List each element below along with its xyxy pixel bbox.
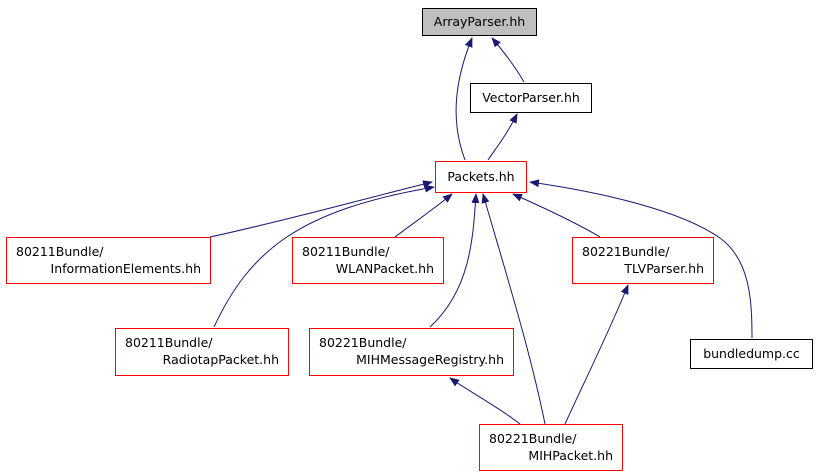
node-wlan-packet-dir: 80211Bundle/	[302, 244, 390, 259]
edge-mihpacket-to-mihregistry	[449, 377, 521, 425]
node-mih-packet-dir: 80221Bundle/	[489, 431, 577, 446]
node-vector-parser-label: VectorParser.hh	[482, 90, 580, 105]
node-vector-parser[interactable]: VectorParser.hh	[470, 83, 592, 113]
node-array-parser[interactable]: ArrayParser.hh	[422, 8, 537, 36]
node-packets[interactable]: Packets.hh	[435, 161, 527, 193]
node-bundledump[interactable]: bundledump.cc	[690, 339, 813, 369]
node-bundledump-label: bundledump.cc	[703, 346, 800, 361]
node-tlv-parser[interactable]: 80221Bundle/ TLVParser.hh	[572, 237, 714, 284]
edge-mihpacket-to-packets	[481, 193, 546, 425]
edge-packets-to-vectorparser	[487, 113, 518, 161]
edge-mihregistry-to-packets	[429, 193, 480, 328]
edge-packets-to-arrayparser	[455, 37, 473, 161]
edge-vectorparser-to-arrayparser	[491, 37, 525, 83]
edge-wlan-to-packets	[394, 193, 453, 238]
node-tlv-parser-file: TLVParser.hh	[624, 261, 704, 276]
node-packets-label: Packets.hh	[447, 169, 515, 184]
edge-infoelements-to-packets	[209, 180, 433, 238]
node-tlv-parser-dir: 80221Bundle/	[582, 244, 670, 259]
edge-radiotap-to-packets	[213, 184, 435, 328]
node-information-elements-dir: 80211Bundle/	[16, 244, 104, 259]
node-radiotap-packet-file: RadiotapPacket.hh	[162, 352, 279, 367]
node-array-parser-label: ArrayParser.hh	[433, 14, 526, 29]
node-mih-message-registry-dir: 80221Bundle/	[319, 335, 407, 350]
node-radiotap-packet[interactable]: 80211Bundle/ RadiotapPacket.hh	[115, 328, 289, 376]
node-information-elements-file: InformationElements.hh	[50, 261, 201, 276]
node-wlan-packet-file: WLANPacket.hh	[335, 261, 434, 276]
node-mih-packet-file: MIHPacket.hh	[528, 448, 613, 463]
node-mih-packet[interactable]: 80221Bundle/ MIHPacket.hh	[479, 424, 623, 471]
edge-bundledump-to-packets	[529, 179, 753, 339]
node-wlan-packet[interactable]: 80211Bundle/ WLANPacket.hh	[292, 237, 444, 284]
edge-tlvparser-to-packets	[512, 193, 601, 238]
node-mih-message-registry-file: MIHMessageRegistry.hh	[356, 352, 504, 367]
node-mih-message-registry[interactable]: 80221Bundle/ MIHMessageRegistry.hh	[309, 328, 514, 376]
node-radiotap-packet-dir: 80211Bundle/	[125, 335, 213, 350]
edge-mihpacket-to-tlvparser	[564, 284, 629, 425]
node-information-elements[interactable]: 80211Bundle/ InformationElements.hh	[6, 237, 211, 284]
